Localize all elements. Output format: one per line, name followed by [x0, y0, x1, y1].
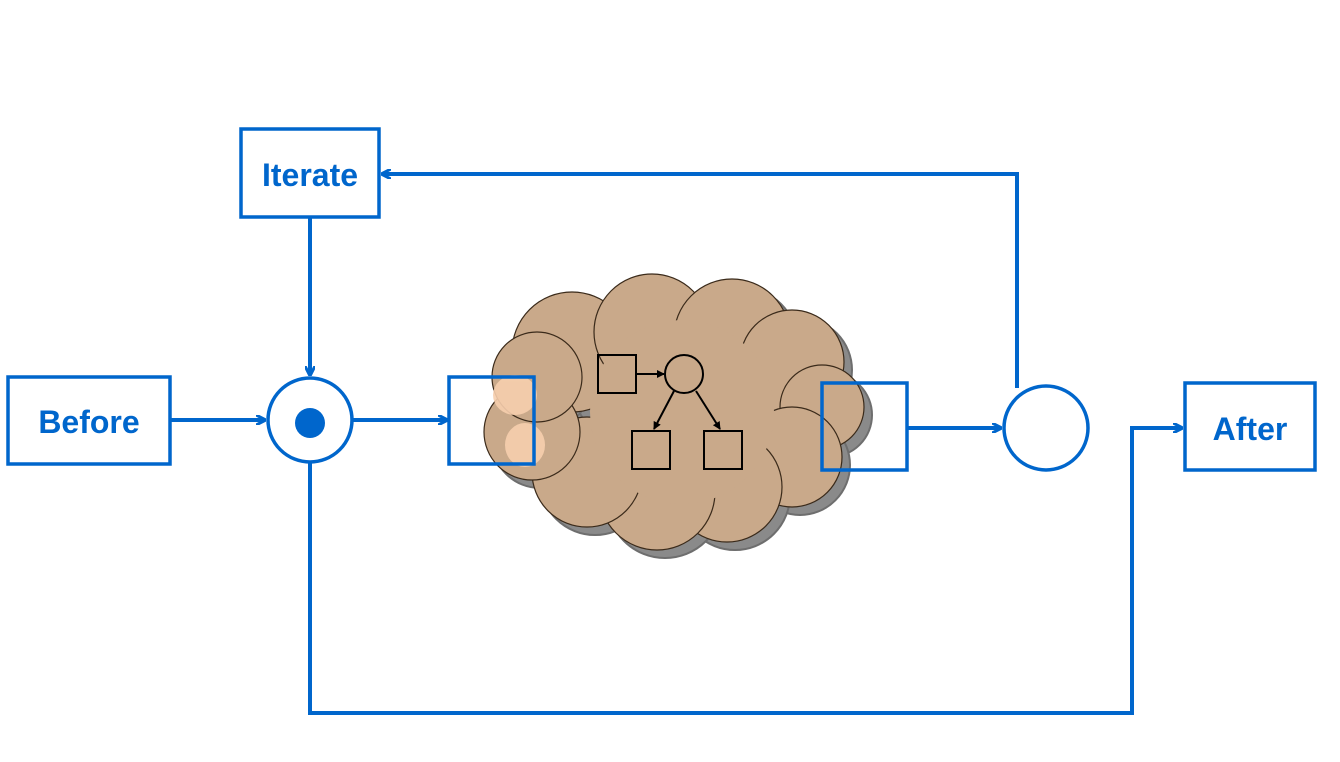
end-place — [1002, 384, 1090, 472]
subgraph-square-right — [703, 430, 743, 470]
before-node: Before — [6, 375, 172, 466]
subgraph-circle — [664, 354, 704, 394]
edge-end-to-iterate — [382, 174, 1019, 388]
before-label: Before — [38, 404, 139, 440]
cloud-input-port — [447, 375, 536, 466]
cloud-core — [590, 320, 774, 504]
cloud-shape — [483, 273, 873, 559]
iterate-label: Iterate — [262, 157, 358, 193]
subgraph-icon — [597, 354, 743, 470]
start-token — [295, 408, 325, 438]
after-node: After — [1183, 381, 1317, 472]
flow-connectors — [171, 174, 1182, 715]
iterate-node: Iterate — [239, 127, 381, 219]
edge-start-bypass-to-after — [308, 428, 1182, 715]
after-label: After — [1213, 411, 1288, 447]
subgraph-square-left — [631, 430, 671, 470]
